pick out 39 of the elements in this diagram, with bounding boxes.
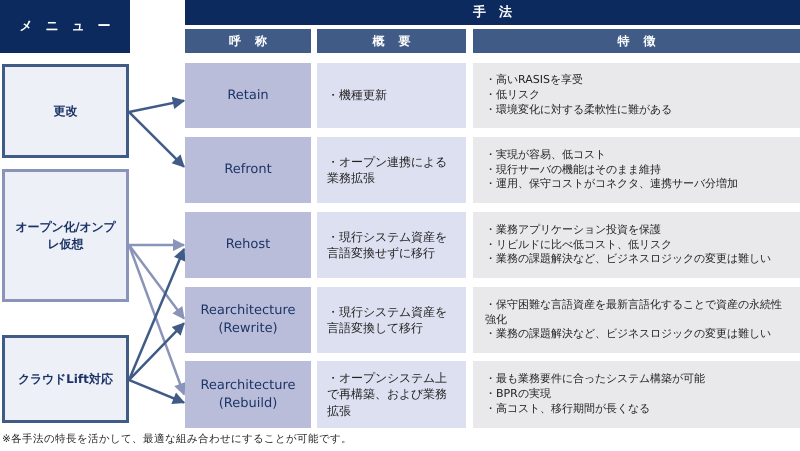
bullet-text: ・業務の課題解決など、ビジネスロジックの変更は難しい <box>485 327 771 342</box>
column-header: 呼称 <box>185 29 311 53</box>
table-header: メニュー <box>0 0 130 53</box>
bullet-text: ・最も業務要件に合ったシステム構築が可能 <box>485 372 705 388</box>
arrow <box>129 238 186 252</box>
menu-box: オープン化/オンプレ仮想 <box>2 169 129 302</box>
bullet-text: ・環境変化に対する柔軟性に難がある <box>485 102 672 118</box>
overview-cell: ・機種更新 <box>317 63 466 128</box>
bullet-text: ・現行サーバの機能はそのまま維持 <box>485 162 661 178</box>
bullet-text: ・BPRの実現 <box>485 387 551 402</box>
method-box: Retain <box>185 63 311 128</box>
overview-cell: ・現行システム資産を言語変換して移行 <box>317 287 466 353</box>
column-header: 特徴 <box>473 29 800 53</box>
arrow <box>128 96 186 114</box>
bullet-text: ・業務アプリケーション投資を保護 <box>485 222 661 238</box>
bullet-text: ・運用、保守コストがコネクタ、連携サーバ分増加 <box>485 177 738 192</box>
arrow <box>128 322 185 381</box>
method-box: Rearchitecture (Rewrite) <box>185 287 311 353</box>
column-header: 概要 <box>317 29 466 53</box>
menu-box: クラウドLift対応 <box>2 335 129 423</box>
arrow <box>128 111 185 168</box>
method-box: Refront <box>185 137 311 203</box>
overview-cell: ・オープンシステム上で再構築、および業務拡張 <box>317 361 466 428</box>
method-box: Rehost <box>185 212 311 278</box>
menu-box: 更改 <box>2 64 129 158</box>
arrow <box>128 378 186 404</box>
bullet-text: ・低リスク <box>485 88 540 103</box>
bullet-text: ・保守困難な言語資産を最新言語化することで資産の永続性強化 <box>485 298 783 328</box>
method-box: Rearchitecture (Rebuild) <box>185 361 311 428</box>
bullet-text: ・実現が容易、低コスト <box>485 148 606 163</box>
overview-cell: ・オープン連携による業務拡張 <box>317 137 466 203</box>
footnote: ※各手法の特長を活かして、最適な組み合わせにすることが可能です。 <box>2 432 352 446</box>
bullet-text: ・高コスト、移行期間が長くなる <box>485 402 650 417</box>
table-header: 手法 <box>185 0 800 25</box>
bullet-text: ・リビルドに比べ低コスト、低リスク <box>485 238 672 252</box>
arrow <box>128 244 185 320</box>
overview-cell: ・現行システム資産を言語変換せずに移行 <box>317 212 466 278</box>
bullet-text: ・業務の課題解決など、ビジネスロジックの変更は難しい <box>485 252 771 268</box>
bullet-text: ・高いRASISを享受 <box>485 73 583 88</box>
